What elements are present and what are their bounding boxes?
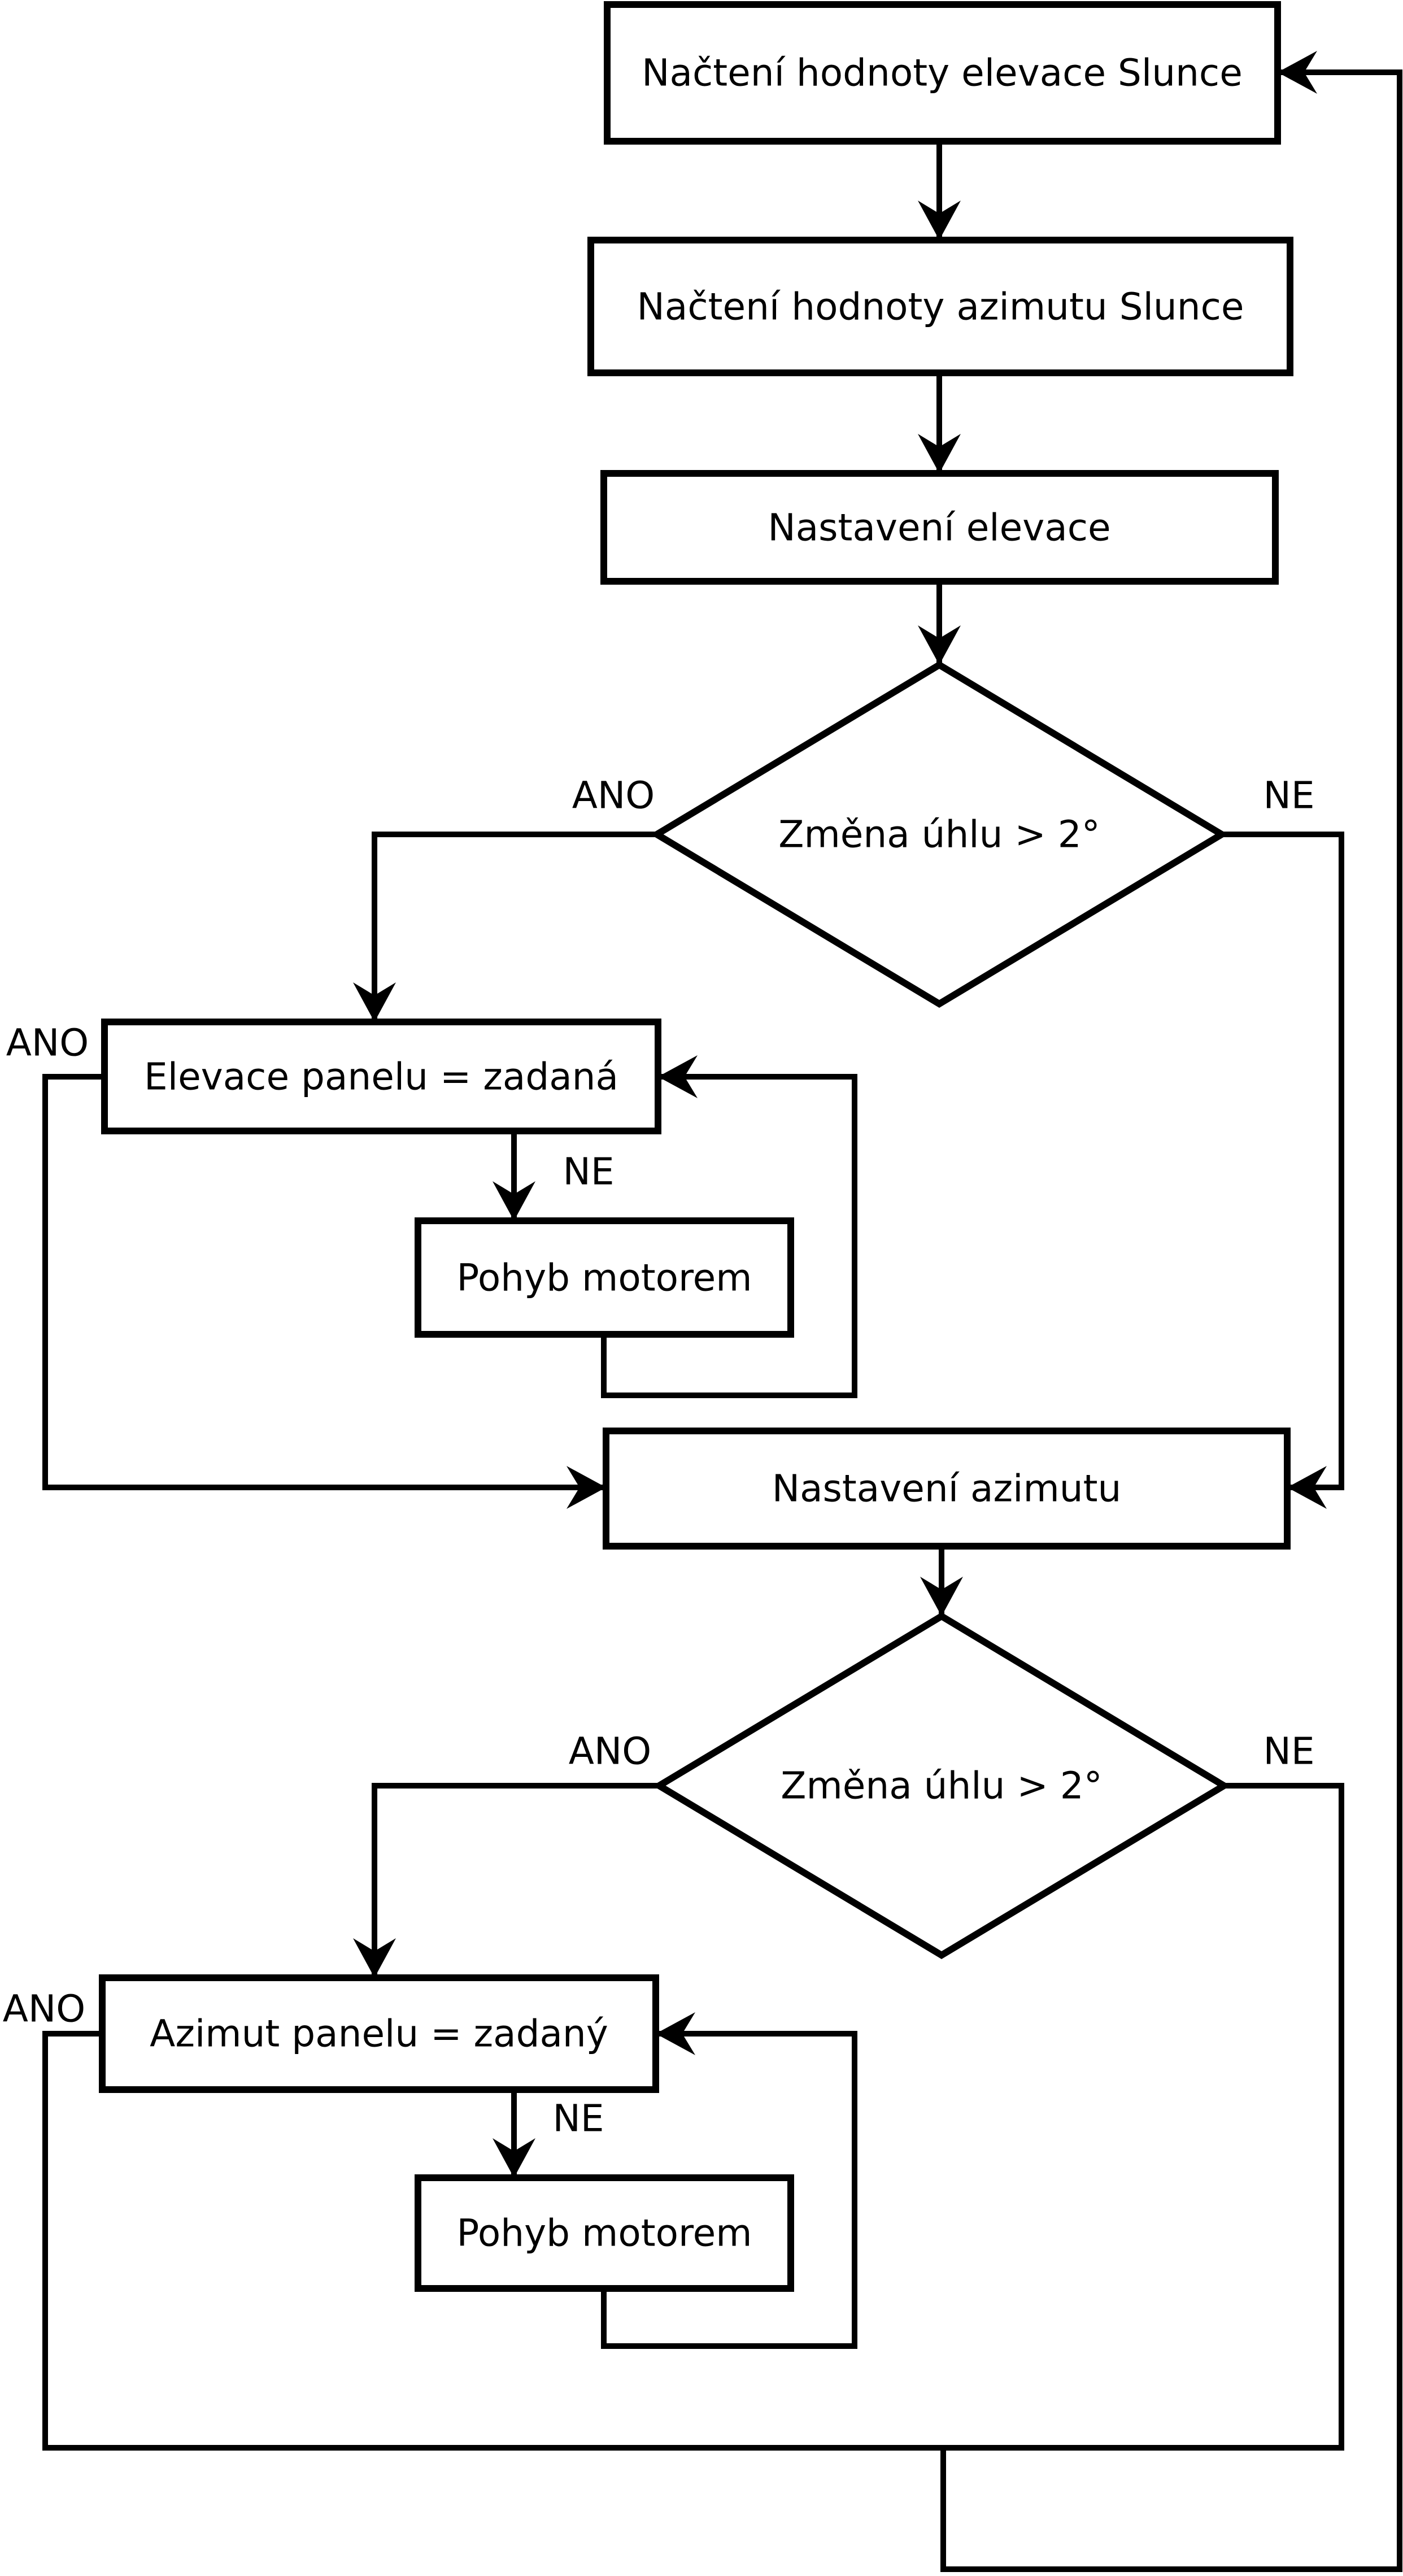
node-elevation-equal-label: Elevace panelu = zadaná — [144, 1055, 618, 1099]
decision-azimuth-change — [652, 1612, 1231, 1959]
edge-azimuth-motor-loop — [601, 2012, 857, 2349]
decision-azimuth-change-label: Změna úhlu > 2° — [781, 1764, 1102, 1808]
node-read-azimuth-label: Načtení hodnoty azimutu Slunce — [637, 285, 1244, 329]
edge-elevation-check-ne — [1222, 832, 1344, 1509]
edge-azimuth-check-ano — [353, 1783, 659, 1978]
node-elevation-equal — [101, 1019, 661, 1134]
edge-elevation-check-ano — [353, 832, 657, 1022]
node-elevation-motor — [415, 1217, 794, 1338]
node-azimuth-equal-label: Azimut panelu = zadaný — [150, 2012, 608, 2056]
node-azimuth-motor-label: Pohyb motorem — [456, 2212, 752, 2255]
label-azimuth-equal-ano: ANO — [3, 1987, 85, 2031]
node-read-elevation-label: Načtení hodnoty elevace Slunce — [642, 51, 1243, 95]
node-set-elevation — [600, 470, 1279, 585]
node-set-elevation-label: Nastavení elevace — [768, 506, 1110, 550]
decision-elevation-change-label: Změna úhlu > 2° — [778, 813, 1100, 856]
node-azimuth-equal — [99, 1974, 659, 2093]
decision-elevation-change — [650, 661, 1228, 1008]
node-set-azimuth-label: Nastavení azimutu — [772, 1467, 1122, 1511]
label-azimuth-change-ano: ANO — [569, 1730, 651, 1773]
edge-elevation-equal-ano — [42, 1074, 606, 1509]
edge-feedback-restart — [940, 51, 1402, 2572]
label-elevation-equal-ano: ANO — [6, 1021, 89, 1065]
label-azimuth-change-ne: NE — [1263, 1730, 1314, 1773]
node-read-elevation — [604, 1, 1281, 145]
label-elevation-change-ano: ANO — [572, 774, 655, 817]
node-read-azimuth — [587, 237, 1293, 376]
edge-elevation-motor-loop — [601, 1055, 857, 1398]
node-set-azimuth — [603, 1428, 1291, 1550]
label-elevation-change-ne: NE — [1263, 774, 1314, 817]
node-elevation-motor-label: Pohyb motorem — [456, 1256, 752, 1300]
label-azimuth-equal-ne: NE — [552, 2097, 604, 2140]
label-elevation-equal-ne: NE — [563, 1150, 614, 1194]
node-azimuth-motor — [415, 2174, 794, 2292]
edge-azimuth-outcomes-merge — [42, 1783, 1344, 2451]
